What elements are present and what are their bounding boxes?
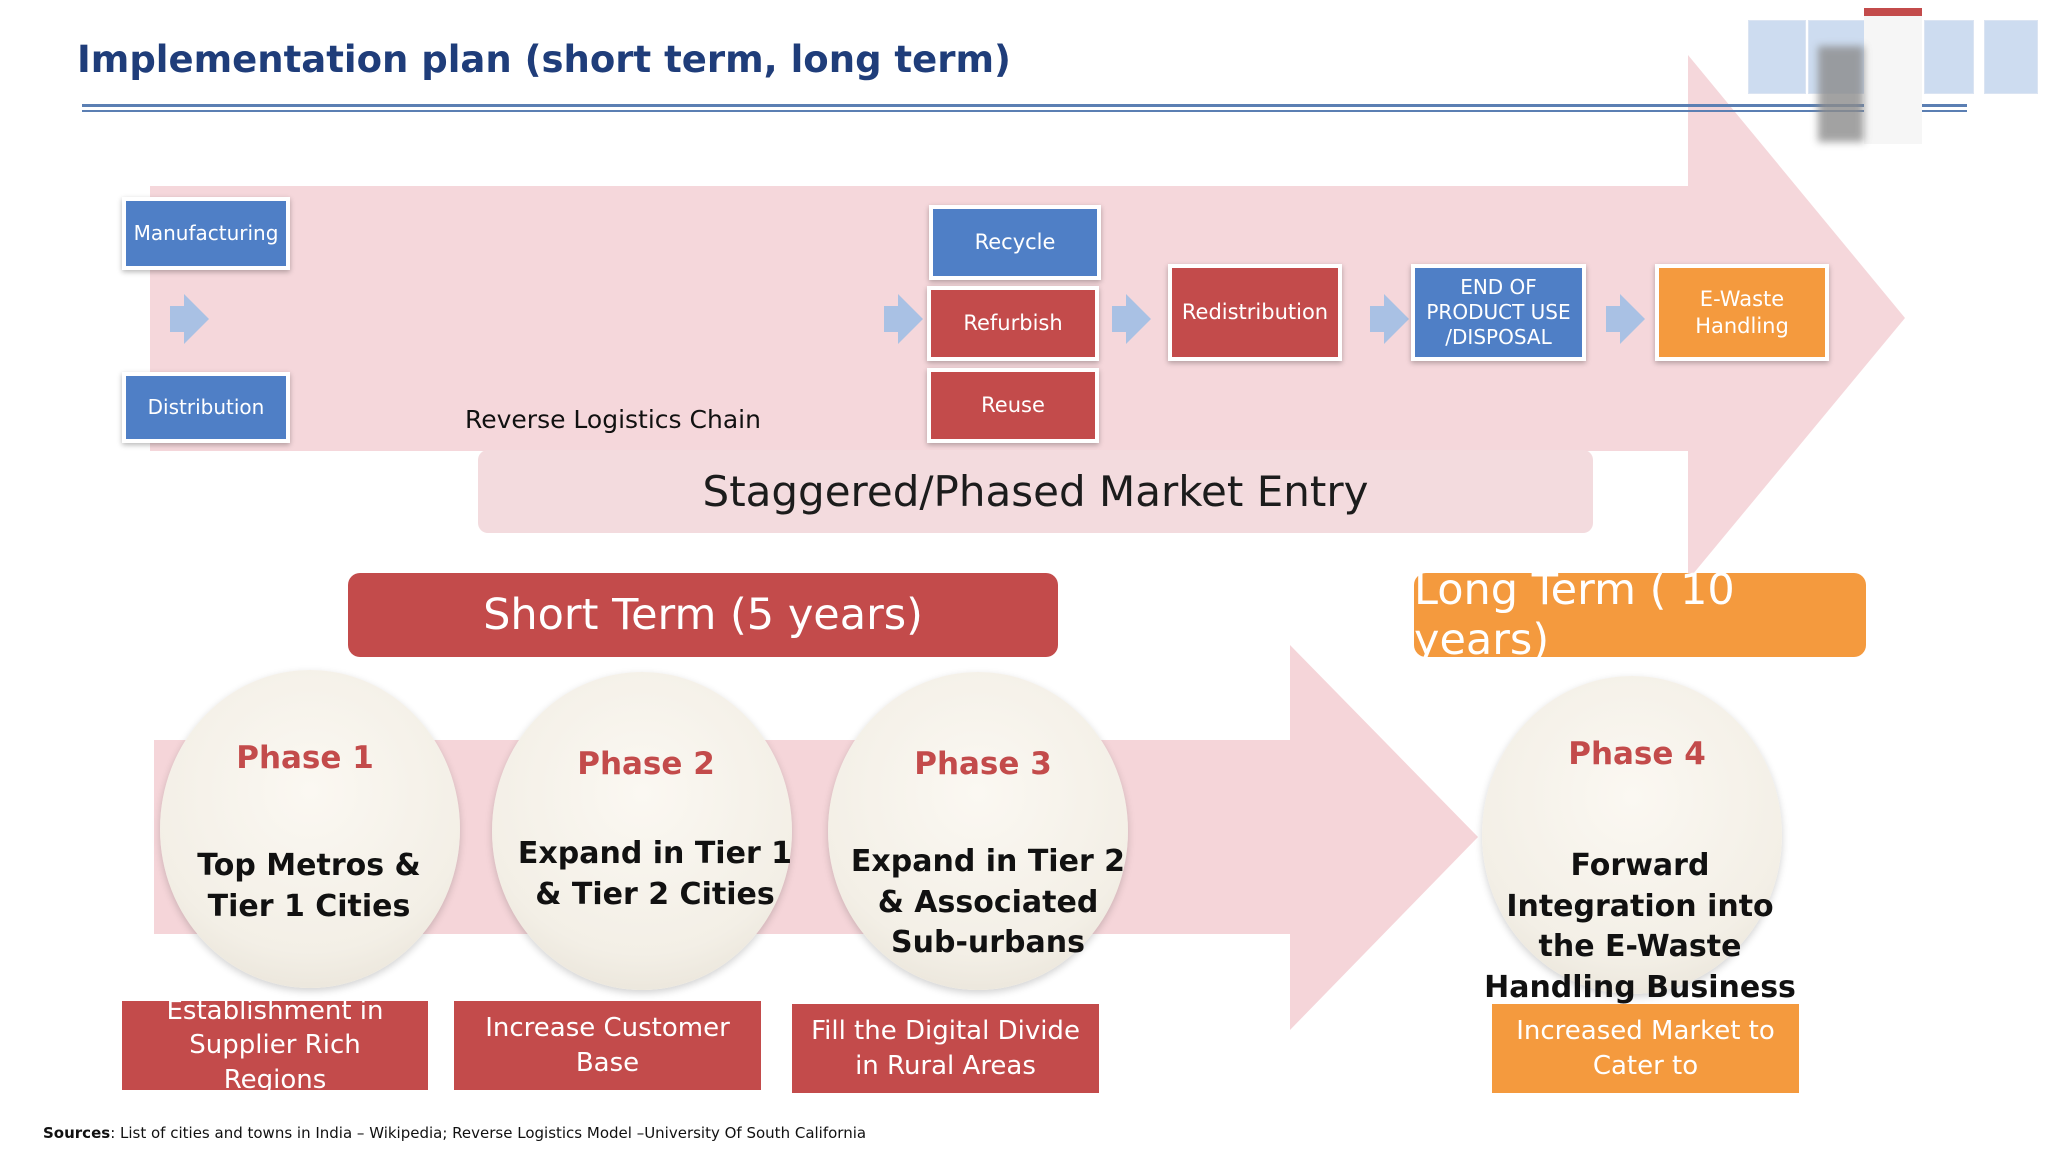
phase-1-description: Top Metros & Tier 1 Cities (197, 848, 421, 924)
phase-3-description: Expand in Tier 2 & Associated Sub-urbans (850, 844, 1126, 960)
phased-market-entry-banner: Staggered/Phased Market Entry (478, 450, 1593, 533)
thumbnail-blur-block (1818, 46, 1864, 142)
phase-1-circle (160, 670, 460, 988)
refurbish-node: Refurbish (927, 286, 1099, 361)
phase-3-title: Phase 3 (914, 746, 1052, 782)
phases-arrow (154, 645, 1478, 1030)
phase-2-circle (492, 672, 792, 990)
phase-1-title: Phase 1 (236, 740, 374, 776)
page-title: Implementation plan (short term, long te… (77, 38, 1011, 81)
title-divider-top (82, 104, 1967, 107)
sources-label: Sources (43, 1124, 111, 1142)
sources-footnote: Sources: List of cities and towns in Ind… (43, 1124, 866, 1142)
slide-thumbnail-strip (1748, 8, 2040, 148)
phase-2-outcome: Increase Customer Base (454, 1001, 761, 1090)
arrow-to-end-of-use (1370, 294, 1410, 344)
phase-3-circle (828, 672, 1128, 990)
thumbnail-panel (1984, 20, 2038, 94)
arrow-to-ewaste (1606, 294, 1646, 344)
phase-4-title: Phase 4 (1568, 736, 1706, 772)
end-of-use-node: END OF PRODUCT USE /DISPOSAL (1411, 264, 1586, 361)
arrow-to-options (884, 294, 924, 344)
phase-4-circle (1482, 676, 1782, 994)
phase-2-title: Phase 2 (577, 746, 715, 782)
manufacturing-node: Manufacturing (122, 197, 290, 270)
phase-2-description: Expand in Tier 1 & Tier 2 Cities (517, 836, 793, 912)
recycle-node: Recycle (929, 205, 1101, 280)
reuse-node: Reuse (927, 368, 1099, 443)
phase-3-outcome: Fill the Digital Divide in Rural Areas (792, 1004, 1099, 1093)
redistribution-node: Redistribution (1168, 264, 1342, 361)
thumbnail-highlight (1864, 8, 1922, 144)
reverse-logistics-caption: Reverse Logistics Chain (465, 405, 761, 434)
ewaste-node: E-Waste Handling (1655, 264, 1829, 361)
thumbnail-panel (1748, 20, 1806, 94)
thumbnail-panel (1924, 20, 1974, 94)
title-divider-bottom (82, 110, 1967, 112)
phase-4-description: Forward Integration into the E-Waste Han… (1484, 848, 1796, 1005)
sources-text: : List of cities and towns in India – Wi… (110, 1124, 867, 1142)
arrow-manufacturing-to-distribution (170, 294, 210, 344)
phase-4-outcome: Increased Market to Cater to (1492, 1004, 1799, 1093)
phase-1-outcome: Establishment in Supplier Rich Regions (122, 996, 428, 1095)
arrow-to-redistribution (1112, 294, 1152, 344)
short-term-header: Short Term (5 years) (348, 573, 1058, 657)
distribution-node: Distribution (122, 372, 290, 443)
long-term-header: Long Term ( 10 years) (1414, 565, 1866, 665)
